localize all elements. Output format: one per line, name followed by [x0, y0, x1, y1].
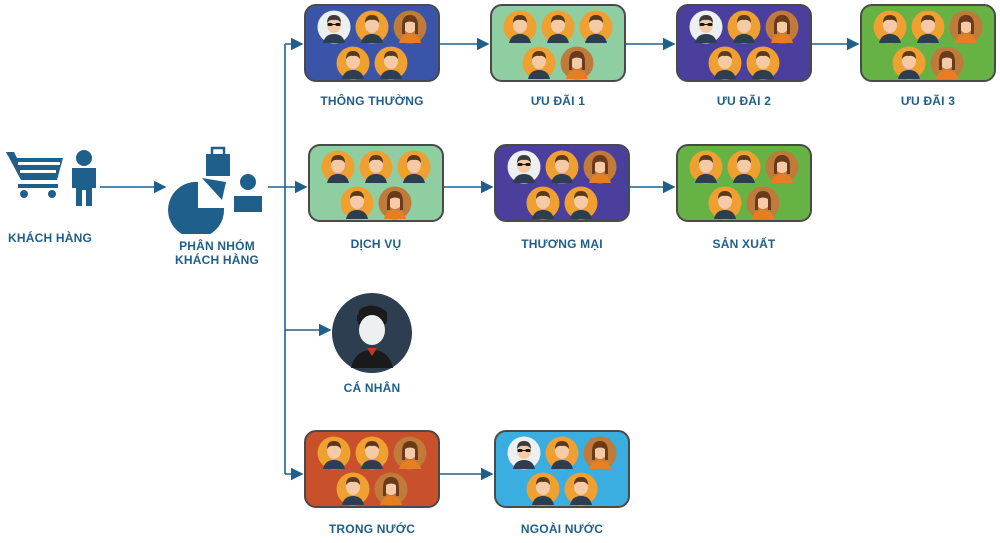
man-avatar-icon [873, 10, 907, 44]
avatar-row-top [678, 150, 810, 184]
label-customer: KHÁCH HÀNG [8, 231, 92, 245]
man-avatar-icon [526, 472, 560, 506]
label-group-dich-vu: DỊCH VỤ [350, 237, 402, 251]
label-group-trong-nuoc: TRONG NƯỚC [328, 522, 416, 536]
group-box-uu-dai-1 [490, 4, 626, 82]
avatar-row-top [492, 10, 624, 44]
man-avatar-icon [541, 10, 575, 44]
man-avatar-icon [727, 10, 761, 44]
group-box-trong-nuoc [304, 430, 440, 508]
avatar-row-top [678, 10, 810, 44]
avatar-row-top [310, 150, 442, 184]
man-avatar-icon [892, 46, 926, 80]
sunglasses-man-avatar-icon [507, 436, 541, 470]
man-avatar-icon [708, 186, 742, 220]
man-avatar-icon [564, 472, 598, 506]
sunglasses-man-avatar-icon [507, 150, 541, 184]
man-avatar-icon [321, 150, 355, 184]
avatar-row-bottom [306, 46, 438, 80]
man-avatar-icon [340, 186, 374, 220]
avatar-row-bottom [862, 46, 994, 80]
man-avatar-icon [397, 150, 431, 184]
group-box-ngoai-nuoc [494, 430, 630, 508]
avatar-row-top [862, 10, 994, 44]
man-avatar-icon [317, 436, 351, 470]
man-avatar-icon [579, 10, 613, 44]
label-segmentation-line1: PHÂN NHÓM [179, 239, 255, 253]
woman-avatar-icon [374, 472, 408, 506]
woman-avatar-icon [583, 150, 617, 184]
label-group-thuong-mai: THƯƠNG MẠI [521, 237, 603, 251]
man-avatar-icon [355, 436, 389, 470]
group-box-san-xuat [676, 144, 812, 222]
pie-chart-bag-person-icon [168, 146, 262, 234]
man-avatar-icon [727, 150, 761, 184]
woman-avatar-icon [560, 46, 594, 80]
avatar-row-bottom [492, 46, 624, 80]
label-group-ngoai-nuoc: NGOÀI NƯỚC [520, 522, 604, 536]
man-avatar-icon [526, 186, 560, 220]
man-avatar-icon [522, 46, 556, 80]
woman-avatar-icon [378, 186, 412, 220]
avatar-row-bottom [306, 472, 438, 506]
man-avatar-icon [359, 150, 393, 184]
woman-avatar-icon [393, 436, 427, 470]
label-group-uu-dai-1: ƯU ĐÃI 1 [530, 94, 586, 108]
man-avatar-icon [355, 10, 389, 44]
label-segmentation-line2: KHÁCH HÀNG [175, 253, 259, 267]
group-box-uu-dai-2 [676, 4, 812, 82]
man-avatar-icon [545, 436, 579, 470]
man-avatar-icon [503, 10, 537, 44]
label-group-uu-dai-3: ƯU ĐÃI 3 [900, 94, 956, 108]
man-avatar-icon [564, 186, 598, 220]
woman-avatar-icon [930, 46, 964, 80]
avatar-row-bottom [310, 186, 442, 220]
woman-avatar-icon [393, 10, 427, 44]
sunglasses-man-avatar-icon [689, 10, 723, 44]
avatar-row-bottom [496, 186, 628, 220]
group-box-thong-thuong [304, 4, 440, 82]
avatar-row-top [496, 150, 628, 184]
man-avatar-icon [708, 46, 742, 80]
label-group-uu-dai-2: ƯU ĐÃI 2 [716, 94, 772, 108]
avatar-row-top [496, 436, 628, 470]
man-avatar-icon [689, 150, 723, 184]
label-individual: CÁ NHÂN [343, 381, 401, 395]
shopping-cart-customer-icon [6, 150, 96, 206]
group-box-dich-vu [308, 144, 444, 222]
man-avatar-icon [746, 46, 780, 80]
man-avatar-icon [545, 150, 579, 184]
label-group-san-xuat: SẢN XUẤT [712, 237, 776, 251]
woman-avatar-icon [765, 150, 799, 184]
avatar-row-top [306, 10, 438, 44]
woman-avatar-icon [583, 436, 617, 470]
man-avatar-icon [374, 46, 408, 80]
woman-avatar-icon [765, 10, 799, 44]
man-avatar-icon [911, 10, 945, 44]
woman-avatar-icon [746, 186, 780, 220]
avatar-row-bottom [496, 472, 628, 506]
label-group-thong-thuong: THÔNG THƯỜNG [320, 94, 424, 108]
group-box-thuong-mai [494, 144, 630, 222]
man-avatar-icon [336, 46, 370, 80]
avatar-row-top [306, 436, 438, 470]
avatar-row-bottom [678, 186, 810, 220]
sunglasses-man-avatar-icon [317, 10, 351, 44]
man-avatar-icon [336, 472, 370, 506]
group-box-uu-dai-3 [860, 4, 996, 82]
woman-avatar-icon [949, 10, 983, 44]
avatar-row-bottom [678, 46, 810, 80]
person-avatar-icon [332, 293, 412, 373]
